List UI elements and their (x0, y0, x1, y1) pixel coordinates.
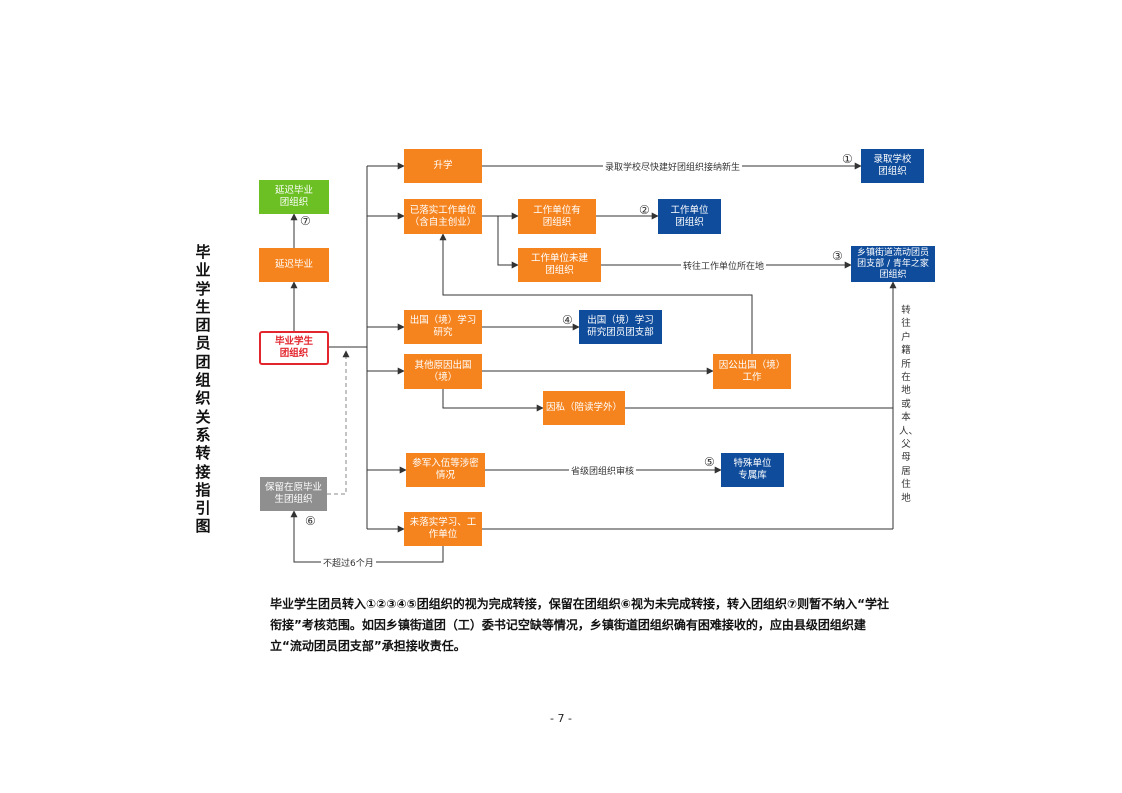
node-biye: 毕业学生 团组织 (259, 331, 329, 365)
marker-5: ⑤ (704, 455, 715, 469)
explanatory-note: 毕业学生团员转入①②③④⑤团组织的视为完成转接，保留在团组织⑥视为未完成转接，转… (270, 597, 890, 653)
node-teshu: 特殊单位 专属库 (721, 453, 784, 487)
edge-label-huji: 转往户籍所在地或本人、父母居住地 (899, 304, 919, 506)
node-qita-chuguo: 其他原因出国 （境） (404, 354, 482, 389)
marker-3: ③ (832, 249, 843, 263)
node-baoliu: 保留在原毕业 生团组织 (260, 477, 327, 511)
vertical-title: 毕业学生团员团组织关系转接指引图 (195, 243, 211, 536)
edge-baoliu-biye-dashed (327, 350, 350, 495)
node-yingong: 因公出国（境） 工作 (713, 354, 791, 389)
node-gongzuo-you: 工作单位有 团组织 (518, 199, 596, 234)
marker-2: ② (639, 203, 650, 217)
edge-label-luqu: 录取学校尽快建好团组织接纳新生 (603, 160, 743, 173)
node-yanchi: 延迟毕业 (259, 248, 329, 282)
page-number: - 7 - (550, 712, 572, 725)
node-chuguo-zhibu: 出国（境）学习 研究团员团支部 (579, 310, 662, 344)
node-chuguo-xuexi: 出国（境）学习 研究 (404, 310, 482, 344)
edge-yiluoshi-wei (497, 216, 519, 269)
node-canjun: 参军入伍等涉密 情况 (406, 453, 485, 487)
edge-label-buchaoguo: 不超过6个月 (321, 556, 376, 569)
marker-1: ① (842, 152, 853, 166)
node-weiluoshi: 未落实学习、工 作单位 (404, 512, 482, 546)
node-danwei-tuan: 工作单位 团组织 (658, 199, 721, 234)
node-xiangzhen: 乡镇街道流动团员 团支部 / 青年之家 团组织 (851, 246, 935, 282)
node-yanchi-tuan: 延迟毕业 团组织 (259, 180, 329, 214)
edge-label-shengji: 省级团组织审核 (569, 464, 637, 477)
node-yiluoshi: 已落实工作单位 （含自主创业） (404, 199, 482, 234)
marker-4: ④ (562, 313, 573, 327)
node-shengxue: 升学 (404, 149, 482, 183)
node-yinsi: 因私（陪读学外） (543, 391, 625, 425)
edge-yingong-yiluoshi (439, 233, 753, 354)
node-gongzuo-wei: 工作单位未建 团组织 (518, 248, 601, 282)
edge-qita-yinsi (442, 389, 544, 412)
marker-6: ⑥ (305, 514, 316, 528)
edge-label-zhuanwang: 转往工作单位所在地 (681, 259, 767, 272)
node-luqu: 录取学校 团组织 (861, 149, 924, 183)
marker-7: ⑦ (300, 214, 311, 228)
